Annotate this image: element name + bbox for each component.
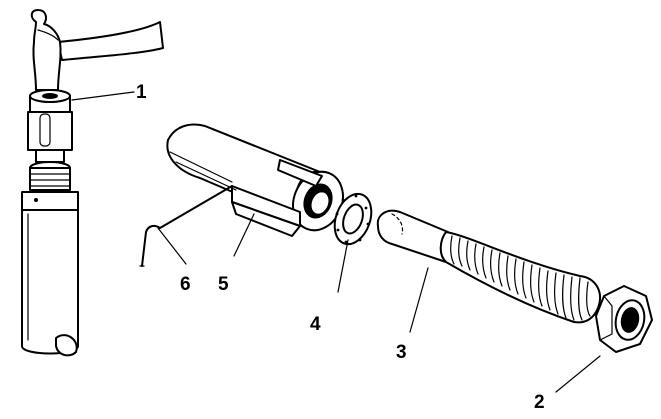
sleeve-part-5: [166, 123, 344, 237]
hex-nut-part-2: [595, 285, 653, 353]
washer-part-4: [333, 192, 373, 246]
callout-3: 3: [396, 342, 407, 363]
callout-5: 5: [218, 274, 229, 295]
hex-key-part-6: [139, 185, 233, 267]
callout-6: 6: [180, 274, 191, 295]
callout-1: 1: [136, 82, 147, 103]
press-tool-vertical: [21, 89, 79, 357]
leader-lines: [71, 91, 601, 393]
hammer: [30, 9, 164, 91]
callout-4: 4: [310, 314, 321, 335]
threaded-shaft-part-3: [376, 209, 601, 324]
callout-2: 2: [534, 392, 545, 413]
